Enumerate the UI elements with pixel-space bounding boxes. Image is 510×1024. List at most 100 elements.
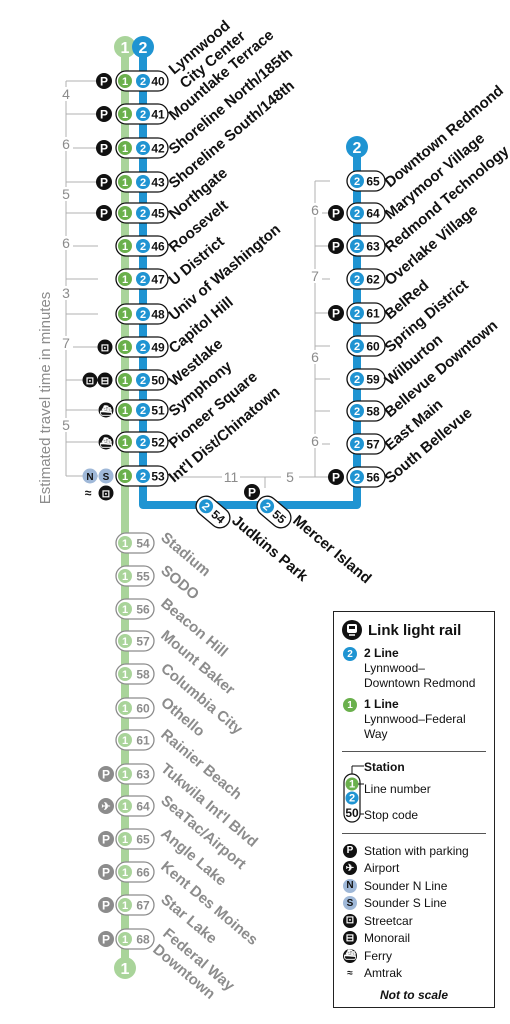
station-54[interactable]: 254 <box>192 492 234 532</box>
stop-code: 60 <box>366 340 380 354</box>
line1-badge <box>118 74 132 88</box>
legend-symbol-row: ✈Airport <box>342 860 486 878</box>
stop-code: 68 <box>136 933 150 947</box>
line1-badge <box>118 536 132 550</box>
line1-badge-num: 1 <box>122 604 128 616</box>
line2-badge <box>350 306 364 320</box>
parking-icon: P <box>342 843 358 858</box>
streetcar-icon <box>97 339 113 355</box>
legend-title: Link light rail <box>342 620 486 640</box>
stop-code: 48 <box>151 308 165 322</box>
line2-badge-num: 2 <box>354 241 360 253</box>
station-55[interactable]: 255 <box>253 492 295 532</box>
airport-icon-glyph: ✈ <box>343 861 357 876</box>
stop-code: 47 <box>151 273 165 287</box>
line1-badge-num: 1 <box>122 241 128 253</box>
legend-symbol-label: Sounder N Line <box>364 878 448 893</box>
line2-badge-num: 2 <box>140 143 146 155</box>
monorail-icon: ⊟ <box>342 931 358 946</box>
line1-badge-num: 1 <box>122 703 128 715</box>
not-to-scale: Not to scale <box>379 988 448 1002</box>
line1-head-south-label: 1 <box>121 961 130 978</box>
stop-code: 52 <box>151 436 165 450</box>
line2-head-north: 2 <box>132 36 154 58</box>
stop-code: 61 <box>136 734 150 748</box>
legend-symbol-row: ⊟ Monorail <box>342 930 486 948</box>
ferry-icon-glyph: ⛴ <box>100 437 113 449</box>
monorail-icon <box>97 372 113 388</box>
line2-badge <box>136 469 150 483</box>
line2-head-east-label: 2 <box>353 140 362 157</box>
parking-icon-glyph: P <box>100 142 108 156</box>
travel-time-crosslake: 5 <box>286 469 294 485</box>
parking-icon <box>98 864 114 880</box>
stop-code: 65 <box>366 175 380 189</box>
station-south-61[interactable]: 1 61 <box>115 729 155 751</box>
sounder-n-icon-glyph: N <box>86 472 93 483</box>
stop-code: 66 <box>136 866 150 880</box>
airport-icon: ✈ <box>342 861 358 876</box>
line1-badge-num: 1 <box>122 834 128 846</box>
legend-line2-name: 2 Line <box>364 646 399 660</box>
parking-icon <box>244 484 260 500</box>
line1-badge <box>118 932 132 946</box>
line2-badge <box>350 437 364 451</box>
stop-code: 67 <box>136 899 150 913</box>
line1-badge-num: 1 <box>122 274 128 286</box>
line1-badge <box>118 832 132 846</box>
ferry-icon: ⛴ <box>342 948 358 963</box>
line1-badge-num: 1 <box>122 342 128 354</box>
line1-head-south: 1 <box>114 957 136 979</box>
line2-badge <box>350 206 364 220</box>
legend-symbol-label: Monorail <box>364 931 411 946</box>
sounder-s-icon-glyph: S <box>343 896 357 911</box>
line1-badge <box>118 799 132 813</box>
line1-badge-num: 1 <box>122 867 128 879</box>
line2-badge <box>136 74 150 88</box>
line1-badge-num: 1 <box>122 735 128 747</box>
amtrak-icon-glyph: ≈ <box>347 967 353 979</box>
line2-badge <box>350 470 364 484</box>
line1-badge <box>118 602 132 616</box>
line2-badge <box>136 307 150 321</box>
legend-symbol-label: Sounder S Line <box>364 896 447 911</box>
sounder-n-icon: N <box>342 878 358 893</box>
line1-badge <box>118 307 132 321</box>
